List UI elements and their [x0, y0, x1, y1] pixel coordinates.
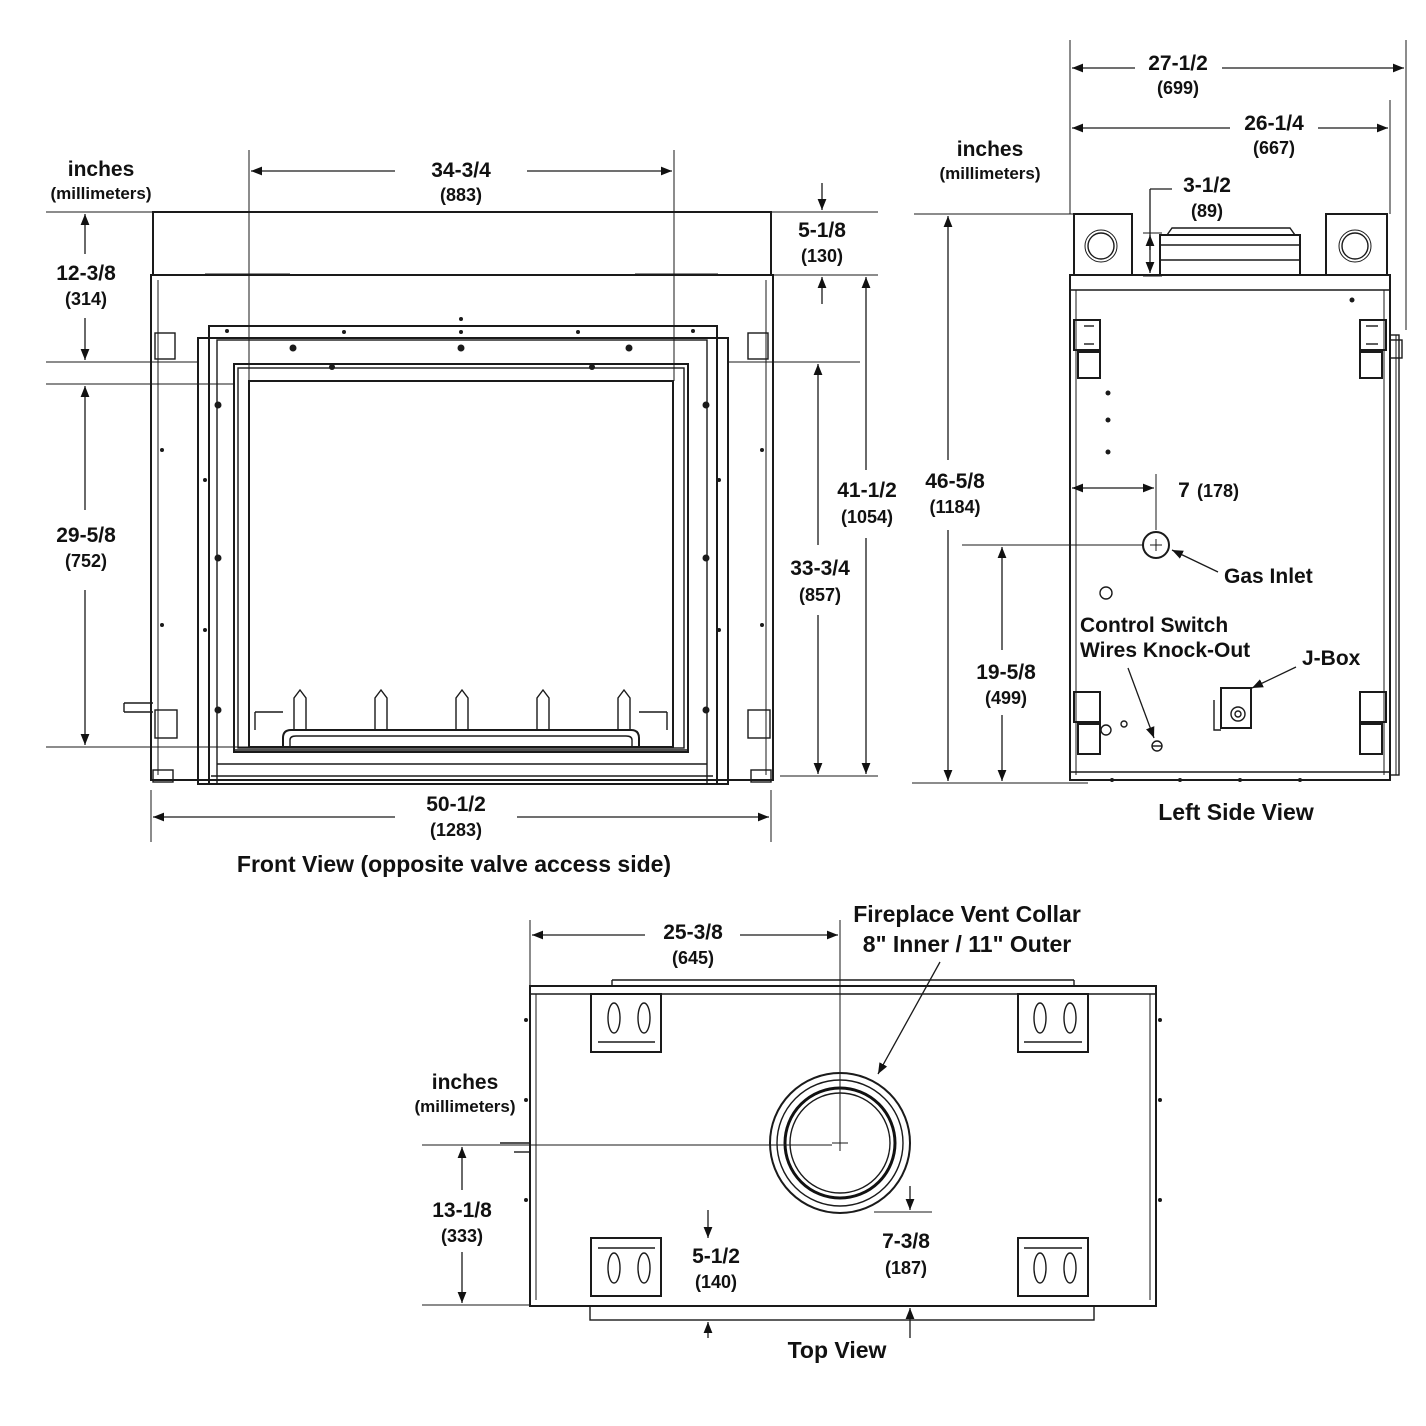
top-view: inches (millimeters) — [414, 901, 1162, 1363]
top-brackets — [590, 993, 1089, 1297]
side-units-inches: inches — [957, 138, 1024, 161]
svg-text:13-1/8: 13-1/8 — [432, 1199, 492, 1222]
front-burner-grate — [254, 688, 668, 748]
svg-text:(140): (140) — [695, 1272, 737, 1292]
front-extension-lines — [46, 150, 878, 842]
svg-text:34-3/4: 34-3/4 — [431, 159, 491, 182]
side-top-brackets — [1073, 213, 1388, 276]
control-switch-label-line2: Wires Knock-Out — [1080, 639, 1250, 662]
front-frame — [197, 325, 729, 785]
svg-text:(187): (187) — [885, 1258, 927, 1278]
dim-side-body-depth: 26-1/4 (667) — [1072, 112, 1388, 158]
j-box-label: J-Box — [1302, 647, 1361, 670]
front-units-mm: (millimeters) — [50, 184, 151, 203]
svg-text:(333): (333) — [441, 1226, 483, 1246]
svg-text:(752): (752) — [65, 551, 107, 571]
svg-text:41-1/2: 41-1/2 — [837, 479, 897, 502]
dim-top-collar-from-front: 13-1/8 (333) — [432, 1147, 492, 1303]
top-extension-lines — [422, 920, 932, 1306]
svg-text:7: 7 — [1178, 479, 1190, 502]
svg-text:(883): (883) — [440, 185, 482, 205]
front-view-title: Front View (opposite valve access side) — [237, 851, 671, 877]
dim-front-upper-height: 12-3/8 (314) — [56, 214, 116, 360]
svg-text:5-1/8: 5-1/8 — [798, 219, 846, 242]
front-view: inches (millimeters) — [46, 150, 897, 877]
svg-text:46-5/8: 46-5/8 — [925, 470, 985, 493]
side-fixtures — [1099, 297, 1355, 782]
j-box-icon — [1213, 687, 1252, 731]
dim-side-overall-height: 46-5/8 (1184) — [925, 216, 985, 781]
dim-side-collar-height: 3-1/2 (89) — [1145, 174, 1231, 273]
svg-text:3-1/2: 3-1/2 — [1183, 174, 1231, 197]
dim-side-gas-inlet-height: 19-5/8 (499) — [976, 547, 1036, 781]
dim-top-collar-from-left: 25-3/8 (645) — [532, 921, 838, 968]
svg-text:(1283): (1283) — [430, 820, 482, 840]
control-switch-label: Control Switch — [1080, 614, 1228, 637]
side-extension-lines — [912, 40, 1407, 784]
svg-text:(178): (178) — [1197, 481, 1239, 501]
svg-text:29-5/8: 29-5/8 — [56, 524, 116, 547]
svg-text:7-3/8: 7-3/8 — [882, 1230, 930, 1253]
top-units-inches: inches — [432, 1071, 499, 1094]
dim-side-overall-depth: 27-1/2 (699) — [1072, 52, 1404, 98]
svg-text:25-3/8: 25-3/8 — [663, 921, 723, 944]
svg-text:(499): (499) — [985, 688, 1027, 708]
svg-text:(645): (645) — [672, 948, 714, 968]
side-units-mm: (millimeters) — [939, 164, 1040, 183]
top-callouts: Fireplace Vent Collar 8" Inner / 11" Out… — [853, 901, 1081, 1075]
side-view: inches (millimeters) — [912, 40, 1407, 825]
vent-collar-label: Fireplace Vent Collar — [853, 901, 1081, 927]
svg-text:(1184): (1184) — [929, 497, 980, 517]
svg-text:(1054): (1054) — [841, 507, 893, 527]
vent-collar-label-line2: 8" Inner / 11" Outer — [863, 931, 1071, 957]
svg-text:(89): (89) — [1191, 201, 1223, 221]
svg-text:(130): (130) — [801, 246, 843, 266]
top-body — [500, 979, 1162, 1321]
svg-text:(857): (857) — [799, 585, 841, 605]
dim-top-collar-offset: 7-3/8 (187) — [882, 1186, 930, 1338]
svg-text:(667): (667) — [1253, 138, 1295, 158]
svg-text:26-1/4: 26-1/4 — [1244, 112, 1304, 135]
side-face-brackets — [1073, 319, 1387, 755]
dim-side-gas-inlet-from-edge: 7 (178) — [1072, 474, 1239, 530]
dim-top-standoff: 5-1/2 (140) — [692, 1210, 740, 1338]
dim-front-opening-height: 29-5/8 (752) — [56, 386, 116, 745]
svg-text:5-1/2: 5-1/2 — [692, 1245, 740, 1268]
top-view-title: Top View — [788, 1337, 887, 1363]
svg-text:12-3/8: 12-3/8 — [56, 262, 116, 285]
top-units-mm: (millimeters) — [414, 1097, 515, 1116]
svg-text:(314): (314) — [65, 289, 107, 309]
svg-text:19-5/8: 19-5/8 — [976, 661, 1036, 684]
svg-text:(699): (699) — [1157, 78, 1199, 98]
front-units-inches: inches — [68, 158, 135, 181]
dim-front-inner-height: 33-3/4 (857) — [790, 364, 850, 774]
svg-text:33-3/4: 33-3/4 — [790, 557, 850, 580]
front-fasteners — [160, 317, 764, 714]
dim-front-overall-width: 50-1/2 (1283) — [153, 793, 769, 840]
svg-text:27-1/2: 27-1/2 — [1148, 52, 1208, 75]
dim-front-top-width: 34-3/4 (883) — [251, 159, 672, 205]
dim-front-frame-height: 41-1/2 (1054) — [837, 277, 897, 774]
side-body — [1069, 274, 1403, 781]
side-callouts: Gas Inlet Control Switch Wires Knock-Out… — [1080, 549, 1361, 739]
front-cabinet — [123, 211, 774, 783]
side-view-title: Left Side View — [1158, 799, 1314, 825]
svg-text:50-1/2: 50-1/2 — [426, 793, 486, 816]
gas-inlet-label: Gas Inlet — [1224, 565, 1313, 588]
dim-front-top-offset: 5-1/8 (130) — [798, 183, 846, 304]
